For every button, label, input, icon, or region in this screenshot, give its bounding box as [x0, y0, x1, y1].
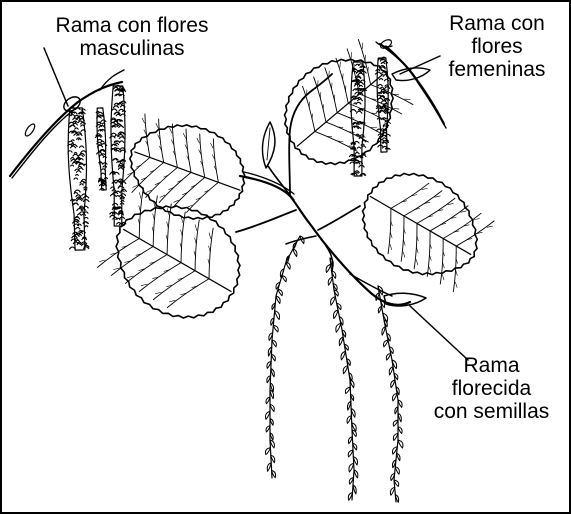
seed-catkin-1	[265, 236, 304, 478]
label-seed-line2: florecida	[412, 377, 571, 400]
male-catkin-small	[96, 108, 108, 190]
seed-catkin-3	[376, 286, 403, 502]
label-male-flowers: Rama con flores masculinas	[16, 14, 248, 60]
label-male-line2: masculinas	[16, 37, 248, 60]
seed-catkin-2	[326, 258, 358, 500]
male-catkin-left	[68, 107, 89, 250]
label-female-line3: femeninas	[423, 58, 571, 81]
label-seed-line3: con semillas	[412, 400, 571, 423]
label-seed-branch: Rama florecida con semillas	[412, 354, 571, 423]
male-catkin-right	[110, 85, 127, 226]
label-female-flowers: Rama con flores femeninas	[423, 12, 571, 81]
leader-seed	[410, 306, 468, 360]
female-catkin-right	[376, 57, 391, 152]
male-flower-branch	[10, 70, 126, 250]
label-female-line1: Rama con	[423, 12, 571, 35]
label-female-line2: flores	[423, 35, 571, 58]
label-seed-line1: Rama	[412, 354, 571, 377]
label-male-line1: Rama con flores	[16, 14, 248, 37]
